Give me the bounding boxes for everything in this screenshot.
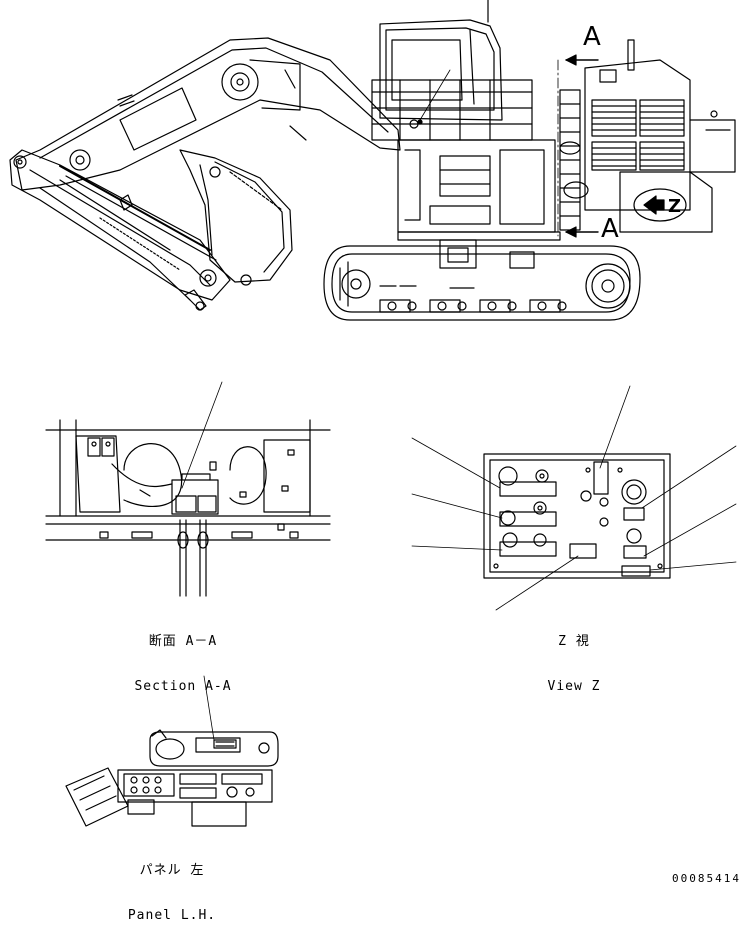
section-a-a-title-jp: 断面 A－A	[148, 634, 218, 649]
excavator-decal-drawing: Z	[9, 0, 737, 827]
cab	[371, 0, 533, 141]
section-cut-line	[557, 54, 599, 238]
panel-lh-view	[65, 675, 279, 827]
view-z-title-en: View Z	[547, 679, 601, 694]
ladder	[559, 89, 589, 231]
engine-house	[584, 39, 691, 211]
upper-structure	[397, 139, 556, 233]
view-z	[411, 385, 737, 611]
panel-lh-caption: パネル 左 Panel L.H.	[122, 833, 222, 938]
arm	[9, 149, 231, 301]
crawler-track	[323, 239, 641, 321]
z-marker-letter: Z	[668, 196, 681, 217]
bucket	[179, 149, 293, 287]
section-marker-top: A	[583, 22, 601, 52]
view-z-caption: Z 視 View Z	[534, 604, 614, 709]
section-a-a-title-en: Section A-A	[134, 679, 232, 694]
panel-lh-title-en: Panel L.H.	[127, 908, 217, 923]
panel-lh-title-jp: パネル 左	[139, 863, 205, 878]
section-a-a-caption: 断面 A－A Section A-A	[128, 604, 238, 709]
section-marker-bottom: A	[601, 214, 619, 244]
drawing-number: 00085414	[672, 872, 741, 885]
section-a-a-view	[45, 381, 331, 597]
view-z-title-jp: Z 視	[558, 634, 590, 649]
z-view-marker: Z	[633, 188, 687, 222]
counterweight	[619, 110, 736, 233]
boom	[15, 37, 401, 191]
boom-pin	[221, 63, 259, 101]
excavator-side-view: Z	[9, 0, 736, 321]
